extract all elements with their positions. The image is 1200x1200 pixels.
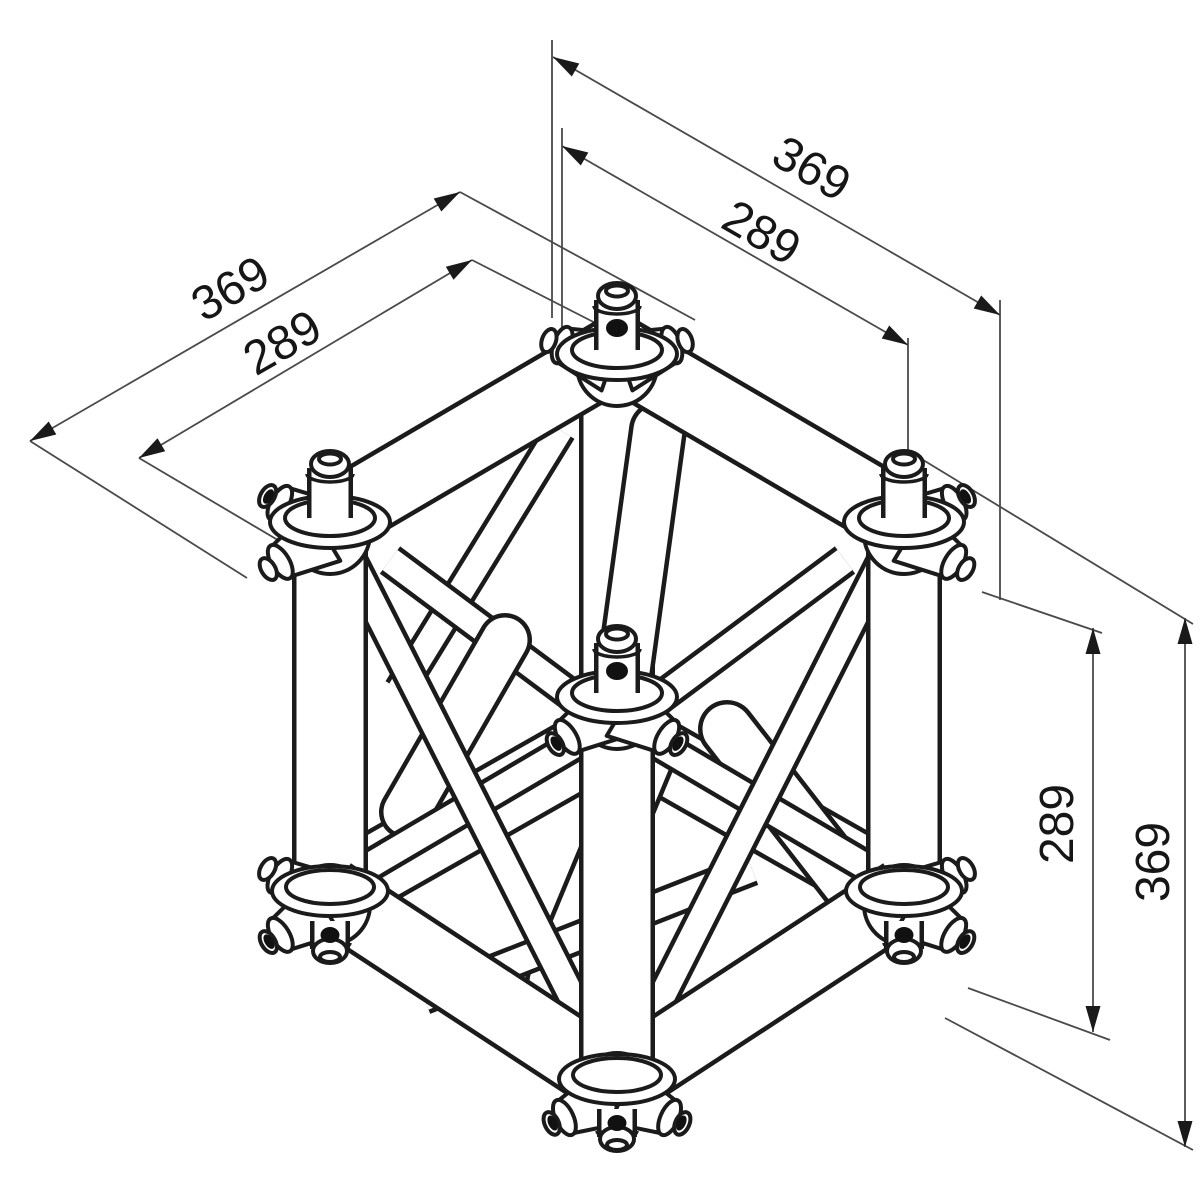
connector-hub-top xyxy=(544,624,690,757)
spigot-hole xyxy=(320,927,340,943)
brace-tube-fill xyxy=(626,556,894,1050)
dimension-line xyxy=(552,56,1001,316)
spigot-dome-bottom xyxy=(318,950,342,964)
hub-collar-inner xyxy=(284,868,376,906)
bottom-chord-tube-fill xyxy=(598,866,923,1112)
top-chord-tube-fill xyxy=(600,323,921,549)
dimension-arrowhead xyxy=(973,295,1000,315)
extension-line xyxy=(967,987,1111,1041)
coupler-cone-tip xyxy=(675,327,695,355)
dimension-annotations xyxy=(29,40,1194,1151)
extension-line xyxy=(471,259,616,334)
connector-hub-bottom xyxy=(844,856,977,965)
dim-label-right-outer: 369 xyxy=(1127,822,1180,902)
spigot-hole xyxy=(894,927,914,943)
truss-structure xyxy=(257,281,977,1153)
spigot-hole xyxy=(607,1115,627,1131)
brace-tube-fill xyxy=(389,423,571,697)
coupler-cone-tip xyxy=(257,856,279,882)
dim-label-top-right-inner: 289 xyxy=(713,190,809,276)
connector-hub-top xyxy=(539,281,695,408)
dimension-arrowhead xyxy=(1177,1121,1193,1147)
dimension-top-right-outer xyxy=(551,40,1001,600)
extension-line xyxy=(459,191,696,321)
hub-collar-inner xyxy=(571,1056,663,1094)
extension-line xyxy=(29,440,248,579)
dimension-line xyxy=(561,145,909,346)
dimension-arrowhead xyxy=(139,438,166,458)
top-chord-tube-fill xyxy=(313,323,634,549)
spigot-band xyxy=(592,648,642,659)
connector-hub-top xyxy=(842,449,977,582)
extension-line xyxy=(944,1017,1194,1151)
coupler-cone-tip xyxy=(257,556,279,582)
coupler-cone-tip xyxy=(539,327,559,355)
spigot-dome-top xyxy=(317,451,343,467)
dimension-arrowhead xyxy=(1177,618,1193,644)
spigot-band xyxy=(592,305,642,316)
dimension-arrowhead xyxy=(1085,1006,1101,1032)
spigot-dome-bottom xyxy=(892,950,916,964)
dimension-arrowhead xyxy=(562,146,589,166)
dimension-arrowhead xyxy=(445,260,472,280)
bottom-chord-tube-fill xyxy=(311,866,636,1112)
spigot-hole xyxy=(606,319,628,337)
spigot-hole xyxy=(606,662,628,680)
connector-hub-bottom xyxy=(541,1051,693,1153)
coupler-hole xyxy=(672,736,684,751)
brace-tube-fill xyxy=(340,556,608,1050)
dim-label-upper-left-outer: 369 xyxy=(183,246,279,332)
coupler-hole xyxy=(959,489,972,504)
extension-line xyxy=(909,451,1194,625)
dimension-upper-left-outer xyxy=(29,191,696,579)
dimension-right-outer xyxy=(909,451,1194,1151)
coupler-hole xyxy=(959,934,971,949)
coupler-hole xyxy=(263,934,275,949)
dim-label-top-right-outer: 369 xyxy=(763,126,859,212)
dimension-arrowhead xyxy=(433,192,460,212)
diagonal-brace-tube-fill xyxy=(383,617,528,835)
spigot-band xyxy=(305,473,355,484)
dimension-arrowhead xyxy=(1085,628,1101,654)
spigot-dome-top xyxy=(604,626,630,642)
connector-hub-bottom xyxy=(257,856,390,965)
extension-line xyxy=(981,591,1103,634)
spigot-dome-bottom xyxy=(605,1138,629,1152)
dimension-top-right-inner xyxy=(561,128,909,468)
coupler-hole xyxy=(547,1115,558,1131)
coupler-cone-tip xyxy=(955,556,977,582)
coupler-cone-tip xyxy=(955,856,977,882)
hub-collar-inner xyxy=(858,868,950,906)
dimension-arrowhead xyxy=(553,57,580,77)
dim-label-upper-left-inner: 289 xyxy=(235,300,331,386)
coupler-hole xyxy=(550,736,562,751)
dimension-line xyxy=(138,259,473,459)
connector-hub-top xyxy=(257,449,392,582)
spigot-band xyxy=(879,473,929,484)
dimension-arrowhead xyxy=(881,325,908,345)
dimension-arrowhead xyxy=(30,421,57,441)
dimension-upper-left-inner xyxy=(138,259,616,576)
spigot-dome-top xyxy=(891,451,917,467)
dimension-line xyxy=(29,191,461,442)
coupler-hole xyxy=(262,489,275,504)
dim-label-right-inner: 289 xyxy=(1031,784,1084,864)
spigot-dome-top xyxy=(604,283,630,299)
dimension-right-inner xyxy=(967,591,1111,1041)
coupler-hole xyxy=(676,1115,687,1131)
